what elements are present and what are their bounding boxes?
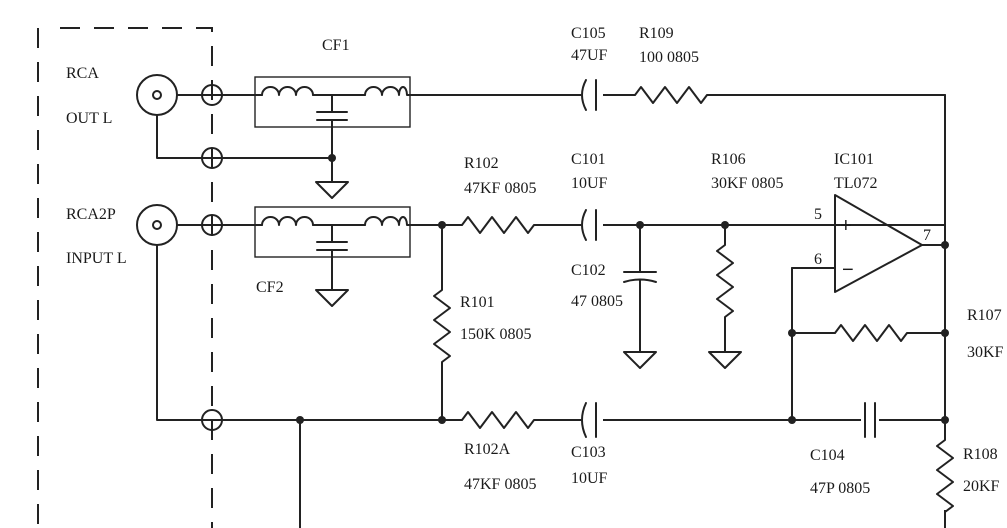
r108-ref-label: R108 — [963, 446, 998, 463]
cf1-label: CF1 — [322, 37, 350, 54]
r107-resistor — [834, 318, 908, 348]
c104-value-label: 47P 0805 — [810, 480, 870, 497]
ic101-opamp — [834, 194, 923, 293]
c101-capacitor — [581, 209, 603, 241]
r108-resistor — [930, 439, 960, 528]
opamp-plus-sign: + — [840, 215, 852, 237]
cf2-filter — [176, 206, 463, 291]
rca-in-label: RCA2P — [66, 206, 116, 223]
cf2-label: CF2 — [256, 279, 284, 296]
r101-ref-label: R101 — [460, 294, 495, 311]
ic101-value-label: TL072 — [834, 175, 878, 192]
c101-ref-label: C101 — [571, 151, 606, 168]
r102-resistor — [461, 210, 535, 240]
r102a-value-label: 47KF 0805 — [464, 476, 536, 493]
r101-value-label: 150K 0805 — [460, 326, 532, 343]
c102-value-label: 47 0805 — [571, 293, 623, 310]
ground-symbol — [315, 289, 349, 307]
r107-value-label: 30KF — [967, 344, 1004, 361]
ground-return-wire — [156, 114, 333, 183]
rca-out-channel-label: OUT L — [66, 110, 112, 127]
r109-resistor — [634, 80, 708, 110]
opamp-pin7-label: 7 — [923, 227, 931, 244]
c103-value-label: 10UF — [571, 470, 608, 487]
r102a-ref-label: R102A — [464, 441, 511, 458]
ground-bus-wire — [156, 244, 946, 421]
r107-ref-label: R107 — [967, 307, 1002, 324]
c104-ref-label: C104 — [810, 447, 845, 464]
c103-capacitor — [581, 402, 603, 438]
c102-ref-label: C102 — [571, 262, 606, 279]
connector-boundary — [37, 27, 213, 528]
rca-in-jack — [136, 204, 178, 246]
cf1-filter — [176, 76, 946, 159]
r102-ref-label: R102 — [464, 155, 499, 172]
r101-resistor — [427, 289, 457, 363]
c104-capacitor — [861, 402, 879, 438]
r109-ref-label: R109 — [639, 25, 674, 42]
c105-capacitor — [581, 79, 603, 111]
r109-value-label: 100 0805 — [639, 49, 699, 66]
r108-value-label: 20KF — [963, 478, 1000, 495]
c105-value-label: 47UF — [571, 47, 608, 64]
rca-in-channel-label: INPUT L — [66, 250, 127, 267]
ground-symbol — [315, 181, 349, 199]
rca-out-label: RCA — [66, 65, 99, 82]
r102a-resistor — [461, 405, 535, 435]
r106-ref-label: R106 — [711, 151, 746, 168]
r102-value-label: 47KF 0805 — [464, 180, 536, 197]
opamp-minus-sign: − — [842, 259, 854, 281]
r106-value-label: 30KF 0805 — [711, 175, 783, 192]
r106-resistor — [708, 224, 742, 369]
ic101-ref-label: IC101 — [834, 151, 874, 168]
junction-dot — [296, 154, 949, 424]
c105-ref-label: C105 — [571, 25, 606, 42]
c102-capacitor — [623, 224, 657, 369]
c101-value-label: 10UF — [571, 175, 608, 192]
rca-out-jack — [136, 74, 178, 116]
c103-ref-label: C103 — [571, 444, 606, 461]
opamp-pin5-label: 5 — [814, 206, 822, 223]
opamp-pin6-label: 6 — [814, 251, 822, 268]
